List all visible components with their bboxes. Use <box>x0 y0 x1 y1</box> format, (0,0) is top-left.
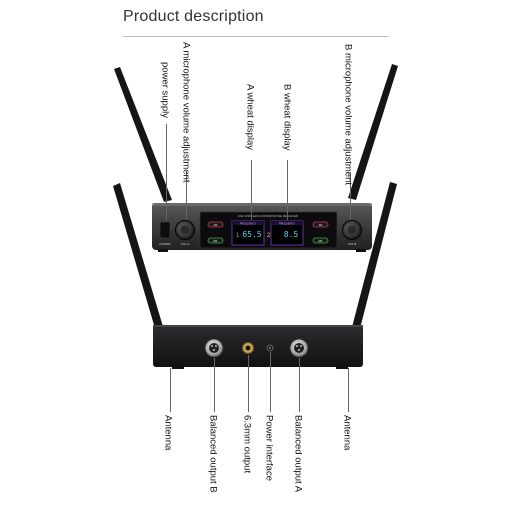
power-label: POWER <box>159 242 171 246</box>
rf-button-a <box>207 237 224 244</box>
label-antenna-left: Antenna <box>162 415 174 451</box>
svg-text:RF: RF <box>319 239 323 243</box>
page-title: Product description <box>123 8 264 25</box>
rear-receiver-body <box>153 325 363 367</box>
label-power-interface: Power interface <box>263 415 275 482</box>
front-antenna-right <box>348 64 398 200</box>
leader-balanced-a <box>299 358 300 412</box>
display-b-value: 8.5 <box>284 230 299 239</box>
power-button <box>159 221 171 239</box>
svg-text:RF: RF <box>214 239 218 243</box>
leader-jack-output <box>248 355 249 412</box>
front-antenna-left <box>114 67 172 202</box>
channel-b-marker: 2 <box>267 233 271 239</box>
title-divider <box>123 36 388 37</box>
label-jack-output: 6.3mm output <box>241 415 253 474</box>
vol-b-label: VOL.B <box>348 242 357 246</box>
af-button-b <box>312 221 329 228</box>
leader-b-wheat-display <box>287 160 288 220</box>
label-power-supply: power supply <box>159 62 171 118</box>
label-antenna-right: Antenna <box>341 415 353 451</box>
channel-a-marker: 1 <box>236 233 240 239</box>
svg-text:FREQUENCY: FREQUENCY <box>240 221 257 225</box>
af-button-a <box>207 221 224 228</box>
svg-text:AF: AF <box>214 223 218 227</box>
leader-antenna-left <box>170 368 171 412</box>
rear-antenna-right <box>346 182 397 352</box>
rear-antenna-left <box>113 183 170 352</box>
svg-text:FREQUENCY: FREQUENCY <box>279 221 296 225</box>
leader-power-interface <box>270 352 271 412</box>
leader-power-supply <box>166 124 167 220</box>
label-a-mic-volume: A microphone volume adjustment <box>180 42 192 183</box>
label-b-wheat-display: B wheat display <box>281 84 293 151</box>
vol-a-label: VOL.A <box>181 242 190 246</box>
svg-text:AF: AF <box>319 223 323 227</box>
leader-balanced-b <box>214 358 215 412</box>
leader-antenna-right <box>348 368 349 412</box>
label-b-mic-volume: B microphone volume adjustment <box>342 44 354 185</box>
leader-a-wheat-display <box>251 160 252 220</box>
display-a-value: 65.5 <box>242 230 261 239</box>
panel-header: UHF WIRELESS MICROPHONE RECEIVER <box>238 214 299 218</box>
label-balanced-output-b: Balanced output B <box>207 415 219 493</box>
label-balanced-output-a: Balanced output A <box>292 415 304 493</box>
rf-button-b <box>312 237 329 244</box>
leader-a-mic-volume <box>186 172 187 220</box>
leader-b-mic-volume <box>350 172 351 220</box>
label-a-wheat-display: A wheat display <box>244 84 256 151</box>
